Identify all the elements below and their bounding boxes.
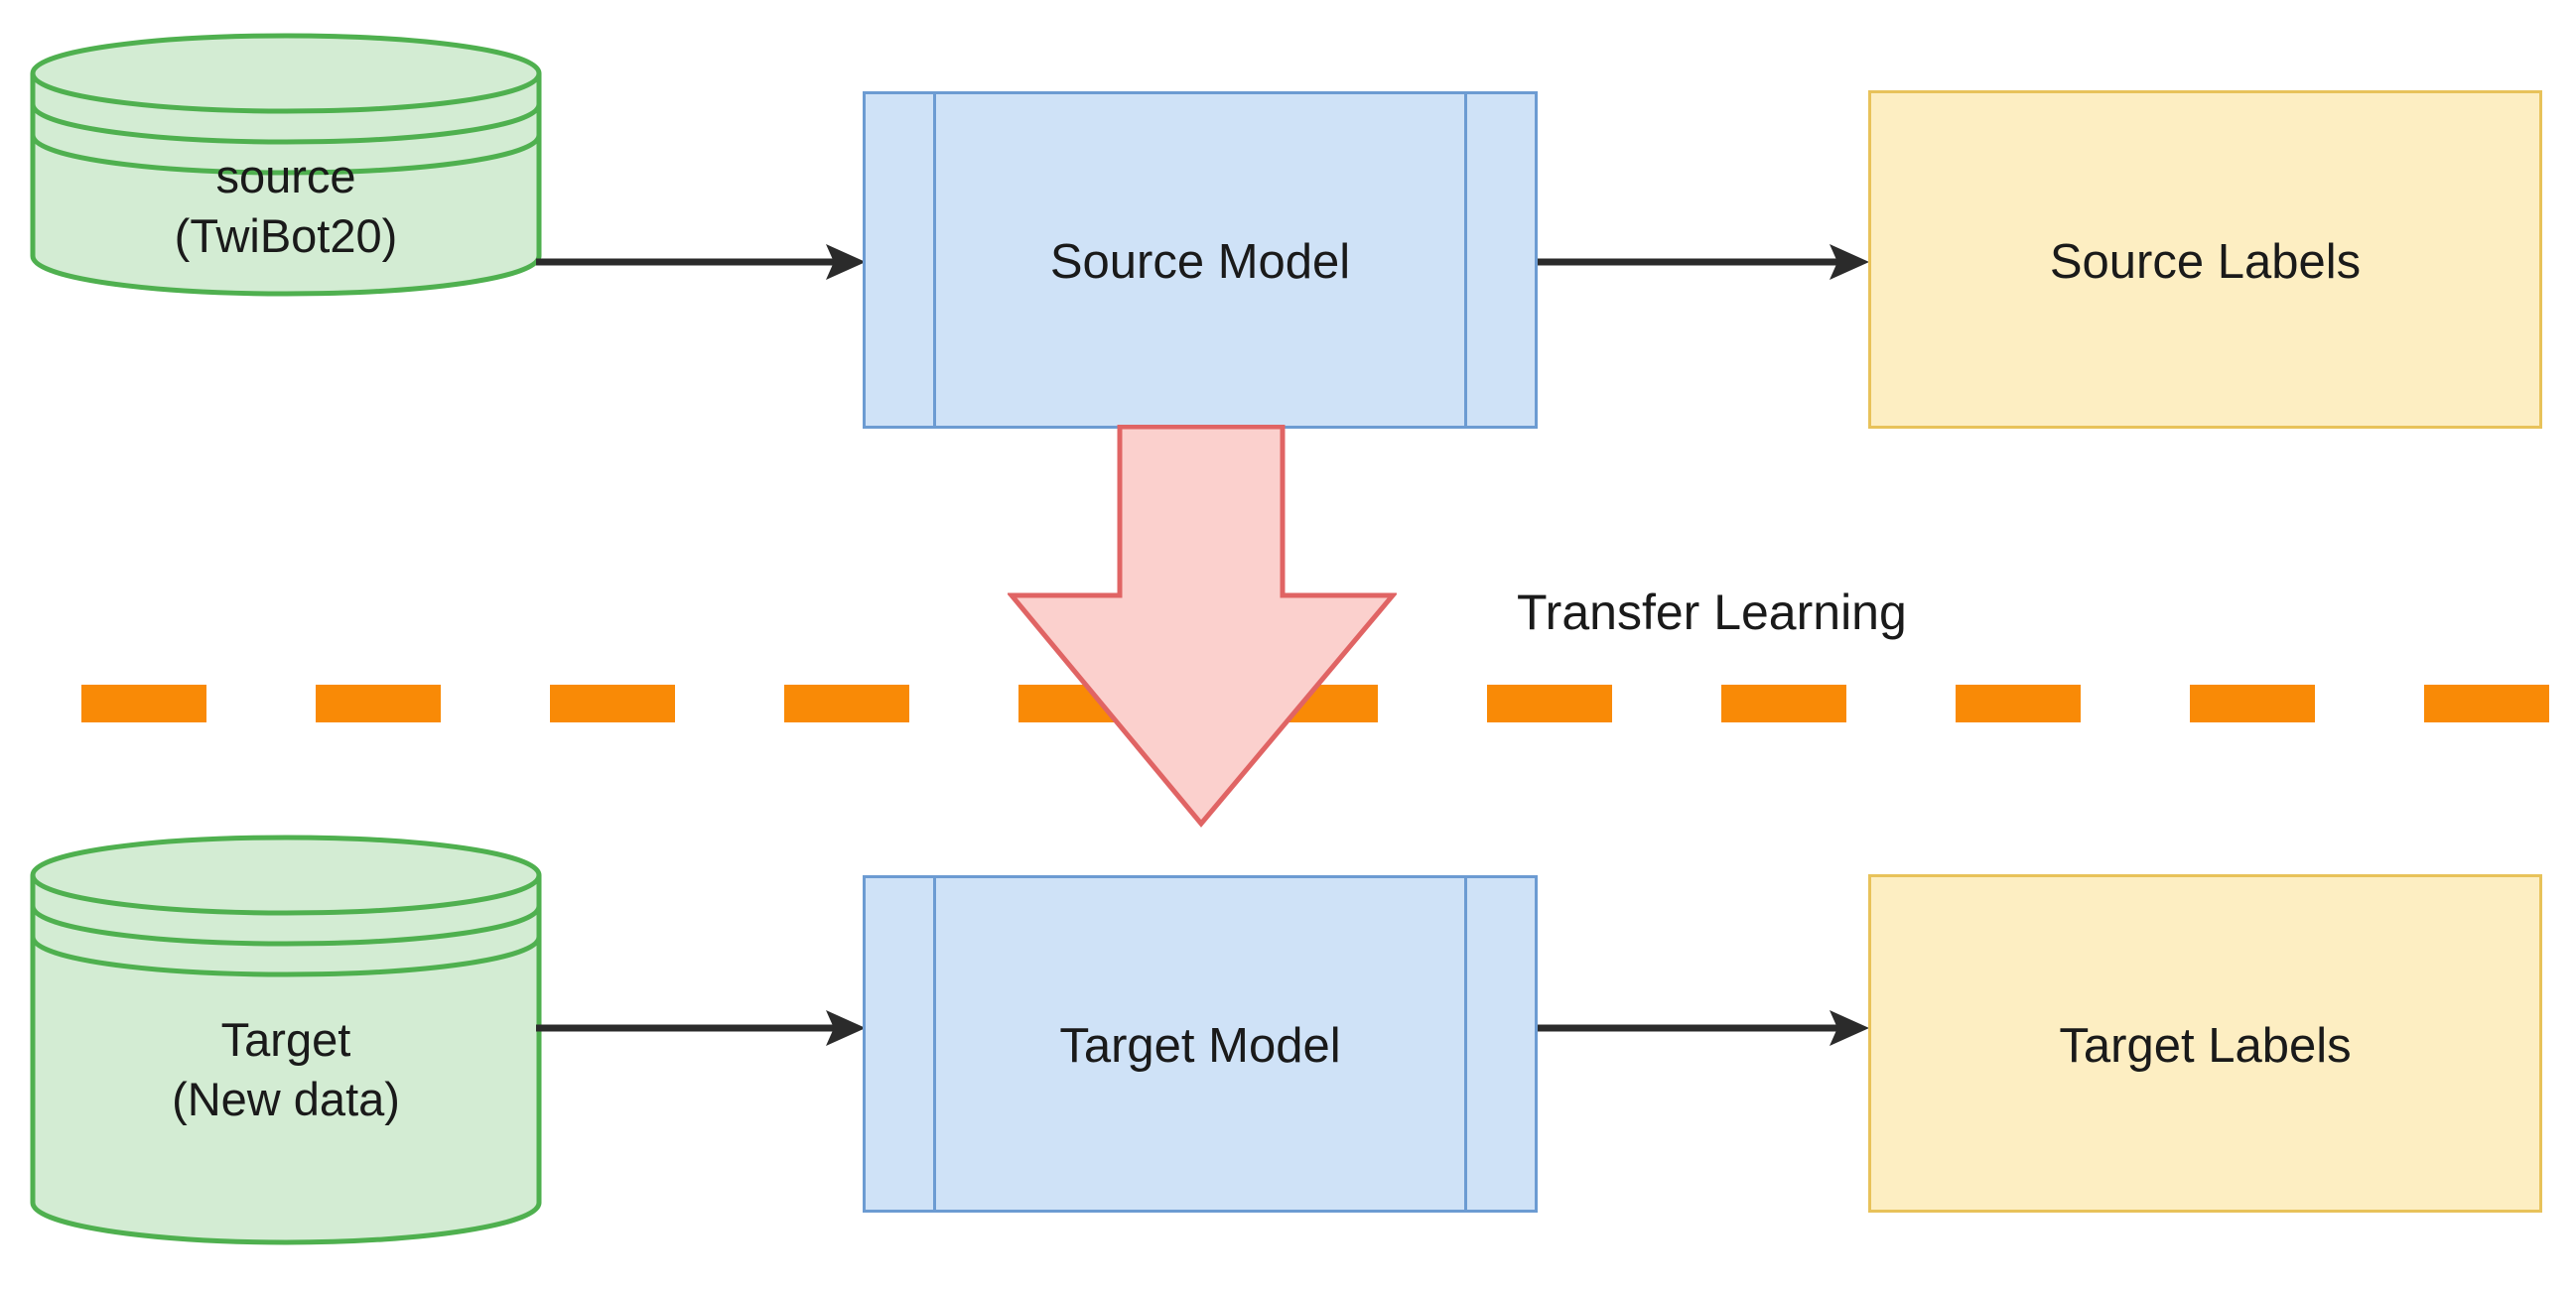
transfer-arrow <box>1008 425 1397 828</box>
process-left-bar <box>933 94 936 426</box>
process-left-bar <box>933 878 936 1210</box>
process-right-bar <box>1464 94 1467 426</box>
source-labels-box[interactable] <box>1868 90 2542 429</box>
arrow-source-data-to-model <box>536 244 868 280</box>
cylinder-icon <box>30 33 542 297</box>
process-right-bar <box>1464 878 1467 1210</box>
arrow-right-icon <box>1538 1010 1869 1046</box>
arrow-right-icon <box>1538 244 1869 280</box>
arrow-down-thick-icon <box>1008 425 1397 828</box>
source-model-box[interactable] <box>863 91 1538 429</box>
cylinder-icon <box>30 835 542 1245</box>
arrow-right-icon <box>536 244 866 280</box>
arrow-target-model-to-labels <box>1538 1010 1871 1046</box>
target-datastore-cylinder[interactable] <box>30 834 542 1246</box>
arrow-source-model-to-labels <box>1538 244 1871 280</box>
target-labels-box[interactable] <box>1868 874 2542 1213</box>
transfer-learning-caption: Transfer Learning <box>1517 584 1907 640</box>
arrow-target-data-to-model <box>536 1010 868 1046</box>
arrow-right-icon <box>536 1010 866 1046</box>
source-datastore-cylinder[interactable] <box>30 32 542 298</box>
target-model-box[interactable] <box>863 875 1538 1213</box>
